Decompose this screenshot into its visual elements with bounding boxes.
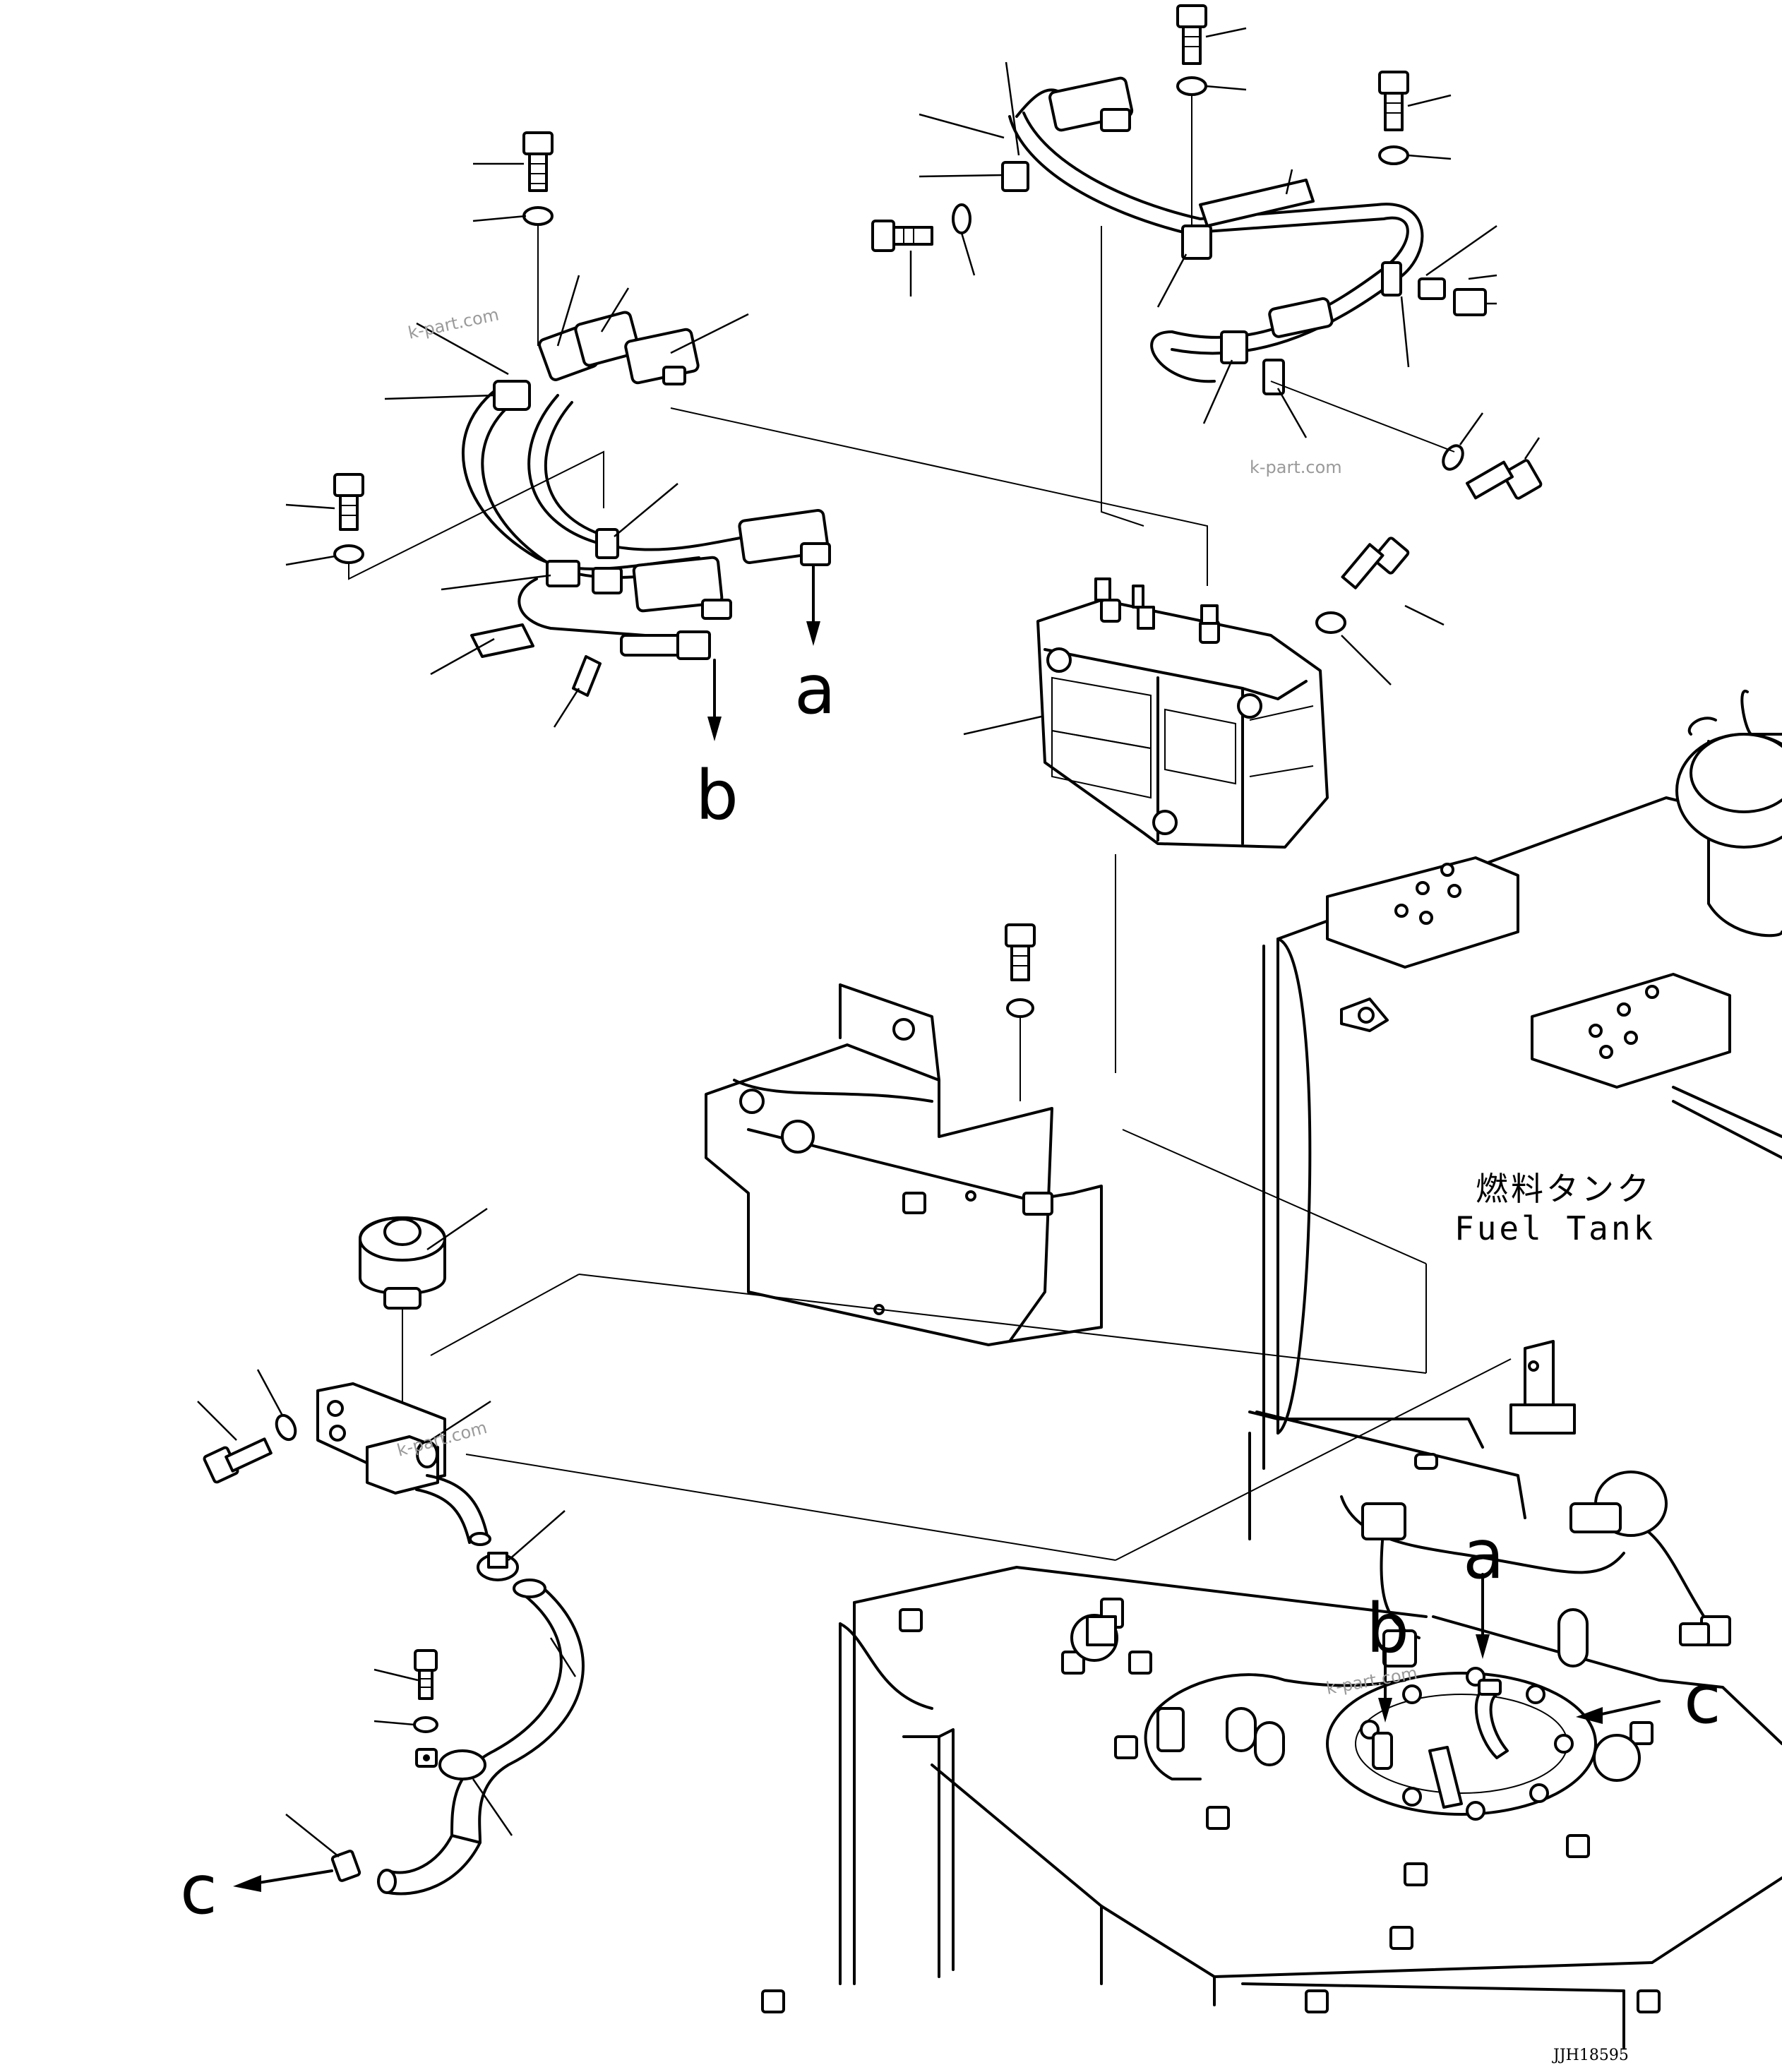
fuel-tank: a b c k-part.com 燃料タンク Fuel Tank <box>761 689 1782 2049</box>
arrow-to-a <box>806 563 820 646</box>
controller-terminals <box>1094 577 1220 644</box>
tank-bracket <box>1115 1340 1576 1561</box>
callout-c-right: c <box>1684 1660 1721 1739</box>
harness-connectors-lower <box>620 508 831 660</box>
harness-clamp <box>595 528 619 559</box>
pressure-sensor <box>359 1216 446 1310</box>
fuel-tank-label-jp: 燃料タンク <box>1476 1170 1652 1208</box>
arrow-b-tank <box>1378 1651 1392 1723</box>
right-harness-bolt-right <box>1378 71 1409 131</box>
right-wire-harness: k-part.com <box>871 4 1543 500</box>
callout-a-top: a <box>794 650 836 729</box>
tank-side-sensor <box>1569 1471 1731 1646</box>
callout-b-tank: b <box>1366 1589 1409 1668</box>
callout-a-tank: a <box>1463 1515 1505 1594</box>
fuel-hose <box>377 1579 585 1896</box>
arrow-to-b <box>707 659 722 741</box>
sensor-bracket-bolt <box>203 1437 273 1484</box>
harness-washer-lower <box>333 544 364 564</box>
callout-c-left: c <box>180 1850 217 1929</box>
right-harness-bolt-top <box>1176 4 1207 65</box>
hose-clip <box>415 1748 486 1780</box>
tank-filler-cap <box>1675 689 1782 938</box>
watermark-2: k-part.com <box>1250 457 1342 477</box>
controller-bolt <box>1341 537 1410 589</box>
hose-end-clip <box>330 1850 361 1882</box>
harness-washer-upper <box>522 206 554 226</box>
sensor-hose-assembly: c k-part.com <box>180 1207 1427 1929</box>
hose-bolt <box>414 1649 438 1700</box>
right-harness-bolt-lower <box>1466 459 1543 500</box>
hose-clamp <box>477 1552 519 1581</box>
left-wire-harness: a b k-part.com <box>285 131 836 835</box>
tank-top-fittings <box>761 1598 1661 2013</box>
callout-b-top: b <box>695 756 738 835</box>
sender-flange <box>1326 1667 1597 1821</box>
watermark-1: k-part.com <box>406 304 501 343</box>
harness-bolt-upper <box>522 131 554 192</box>
fuel-tank-label-en: Fuel Tank <box>1454 1209 1656 1247</box>
harness-connectors-top <box>493 311 700 411</box>
right-harness-bolt-side <box>871 220 933 252</box>
controller-unit <box>670 226 1445 1073</box>
sensor-bracket <box>316 1382 446 1495</box>
bracket-bolt <box>1005 923 1036 981</box>
drawing-code: JJH18595 <box>1552 2047 1629 2064</box>
harness-bolt-lower <box>333 473 364 531</box>
mounting-bracket <box>705 923 1427 1373</box>
arrow-a-tank <box>1476 1573 1490 1659</box>
